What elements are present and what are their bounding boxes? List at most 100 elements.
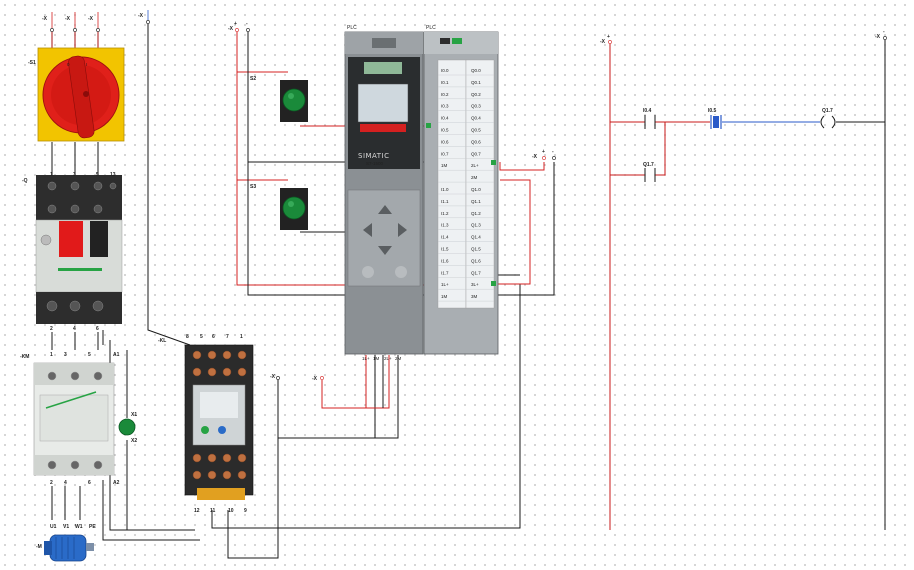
svg-text:SIMATIC: SIMATIC xyxy=(358,152,390,160)
plc-output-label: Q0.2 xyxy=(471,92,481,97)
svg-text:X1: X1 xyxy=(131,412,137,418)
svg-text:1: 1 xyxy=(50,352,53,358)
svg-text:I: I xyxy=(86,62,87,67)
svg-text:-X: -X xyxy=(65,16,71,22)
plc-output-label: Q0.6 xyxy=(471,139,481,144)
svg-text:I0.5: I0.5 xyxy=(708,108,717,114)
plc-output-label: Q1.5 xyxy=(471,247,481,252)
svg-text:2M: 2M xyxy=(395,356,402,361)
plc-input-label: I1.2 xyxy=(441,211,449,216)
ladder-rail-plus: -X + xyxy=(600,34,612,45)
svg-text:-: - xyxy=(246,21,248,27)
main-switch[interactable]: -S1 0 I xyxy=(28,47,125,142)
svg-text:V1: V1 xyxy=(63,524,69,530)
plc-output-label: Q1.2 xyxy=(471,211,481,216)
plc-input-label: I0.7 xyxy=(441,151,449,156)
svg-text:+: + xyxy=(607,34,610,40)
svg-text:+: + xyxy=(542,149,545,155)
indicator-lamp: X1 X2 xyxy=(118,412,137,444)
plc-output-label: 2M xyxy=(471,175,478,180)
svg-text:-S1: -S1 xyxy=(28,60,36,66)
svg-text:PLC: PLC xyxy=(426,25,436,31)
plc-output-label: Q1.1 xyxy=(471,199,481,204)
plc-input-label: I1.1 xyxy=(441,199,449,204)
svg-text:-X: -X xyxy=(875,34,881,40)
push-button-s3[interactable]: S3 xyxy=(250,184,308,230)
plc-output-label: Q0.5 xyxy=(471,128,481,133)
svg-text:-M: -M xyxy=(36,544,42,550)
breaker-to-contactor-wires xyxy=(51,142,99,350)
svg-text:PE: PE xyxy=(89,524,96,530)
plc-output-label: 3L+ xyxy=(471,282,479,287)
svg-text:-X: -X xyxy=(312,376,318,382)
svg-text:S2: S2 xyxy=(250,76,256,82)
supply-terminal-l2: -X xyxy=(65,12,77,32)
svg-text:7: 7 xyxy=(226,334,229,340)
svg-text:-X: -X xyxy=(42,16,48,22)
plc-output-label: Q0.3 xyxy=(471,104,481,109)
plc-output-label: Q1.3 xyxy=(471,223,481,228)
motor-breaker[interactable]: -Q 1 3 5 13 2 4 6 xyxy=(22,172,123,332)
ladder-contact-q17-hold: Q1.7 xyxy=(643,162,656,182)
svg-text:PLC: PLC xyxy=(347,25,357,31)
plc-input-label: I0.6 xyxy=(441,139,449,144)
plc-input-label: I1.4 xyxy=(441,235,449,240)
svg-text:S3: S3 xyxy=(250,184,256,190)
plc-input-label: 1M xyxy=(441,163,448,168)
supply-terminal-n: -X xyxy=(138,10,150,24)
plc-input-label: I1.3 xyxy=(441,223,449,228)
dc-supply-right: -X + - xyxy=(532,149,556,160)
svg-text:1L+: 1L+ xyxy=(362,356,370,361)
supply-terminal-l1: -X xyxy=(42,12,54,32)
ladder-rail-minus: -X - xyxy=(875,29,887,40)
plc-power-terminals: 1L+ 1M 2L+ 2M xyxy=(362,356,402,361)
plc-cpu[interactable]: PLC SIMATIC S7-1500 xyxy=(344,25,424,355)
ladder-contact-i04: I0.4 xyxy=(643,108,656,129)
plc-supply-terminal: -X -X xyxy=(270,374,324,382)
plc-input-label: I0.0 xyxy=(441,68,449,73)
contactor[interactable]: -KM 1 3 5 A1 2 4 6 A2 xyxy=(20,352,120,486)
plc-output-label: Q1.4 xyxy=(471,235,481,240)
svg-text:4: 4 xyxy=(64,480,67,486)
plc-input-label: 1M xyxy=(441,294,448,299)
svg-text:-Q: -Q xyxy=(22,178,28,184)
svg-text:11: 11 xyxy=(210,508,216,514)
svg-text:A1: A1 xyxy=(113,352,120,358)
svg-text:2: 2 xyxy=(50,480,53,486)
plc-input-label: 1L+ xyxy=(441,282,449,287)
svg-text:I0.4: I0.4 xyxy=(643,108,652,114)
plc-output-label: Q1.6 xyxy=(471,258,481,263)
plc-output-label: 3M xyxy=(471,294,478,299)
relay[interactable]: -KL 8 5 6 7 1 12 11 10 9 xyxy=(158,334,254,514)
plc-input-label: I1.0 xyxy=(441,187,449,192)
svg-text:3: 3 xyxy=(64,352,67,358)
svg-text:2L+: 2L+ xyxy=(384,356,392,361)
svg-text:-X: -X xyxy=(532,154,538,160)
push-button-s2[interactable]: S2 xyxy=(250,76,308,122)
dc-supply-top: -X + - xyxy=(228,21,250,32)
ladder-coil-q17: Q1.7 xyxy=(820,108,836,129)
plc-input-label: I0.4 xyxy=(441,116,449,121)
svg-text:-X: -X xyxy=(88,16,94,22)
motor[interactable]: -M U1 V1 W1 PE xyxy=(36,524,96,562)
svg-text:1M: 1M xyxy=(373,356,380,361)
plc-output-labels: Q0.0Q0.1Q0.2Q0.3Q0.4Q0.5Q0.6Q0.72L+2MQ1.… xyxy=(471,68,481,299)
svg-text:8: 8 xyxy=(186,334,189,340)
svg-text:13: 13 xyxy=(110,172,116,178)
plc-input-label: I1.7 xyxy=(441,270,449,275)
svg-text:-X: -X xyxy=(270,374,276,380)
svg-text:-KL: -KL xyxy=(158,338,166,344)
svg-text:S7-1500: S7-1500 xyxy=(366,161,384,166)
plc-input-label: I1.5 xyxy=(441,247,449,252)
plc-io-module[interactable]: PLC xyxy=(423,25,499,355)
plc-input-label: I1.6 xyxy=(441,258,449,263)
svg-text:Q1.7: Q1.7 xyxy=(643,162,654,168)
plc-output-label: Q0.7 xyxy=(471,151,481,156)
plc-input-label: I0.2 xyxy=(441,92,449,97)
svg-text:6: 6 xyxy=(96,326,99,332)
svg-text:0: 0 xyxy=(67,62,70,67)
svg-text:-X: -X xyxy=(600,39,606,45)
svg-text:-KM: -KM xyxy=(20,354,29,360)
